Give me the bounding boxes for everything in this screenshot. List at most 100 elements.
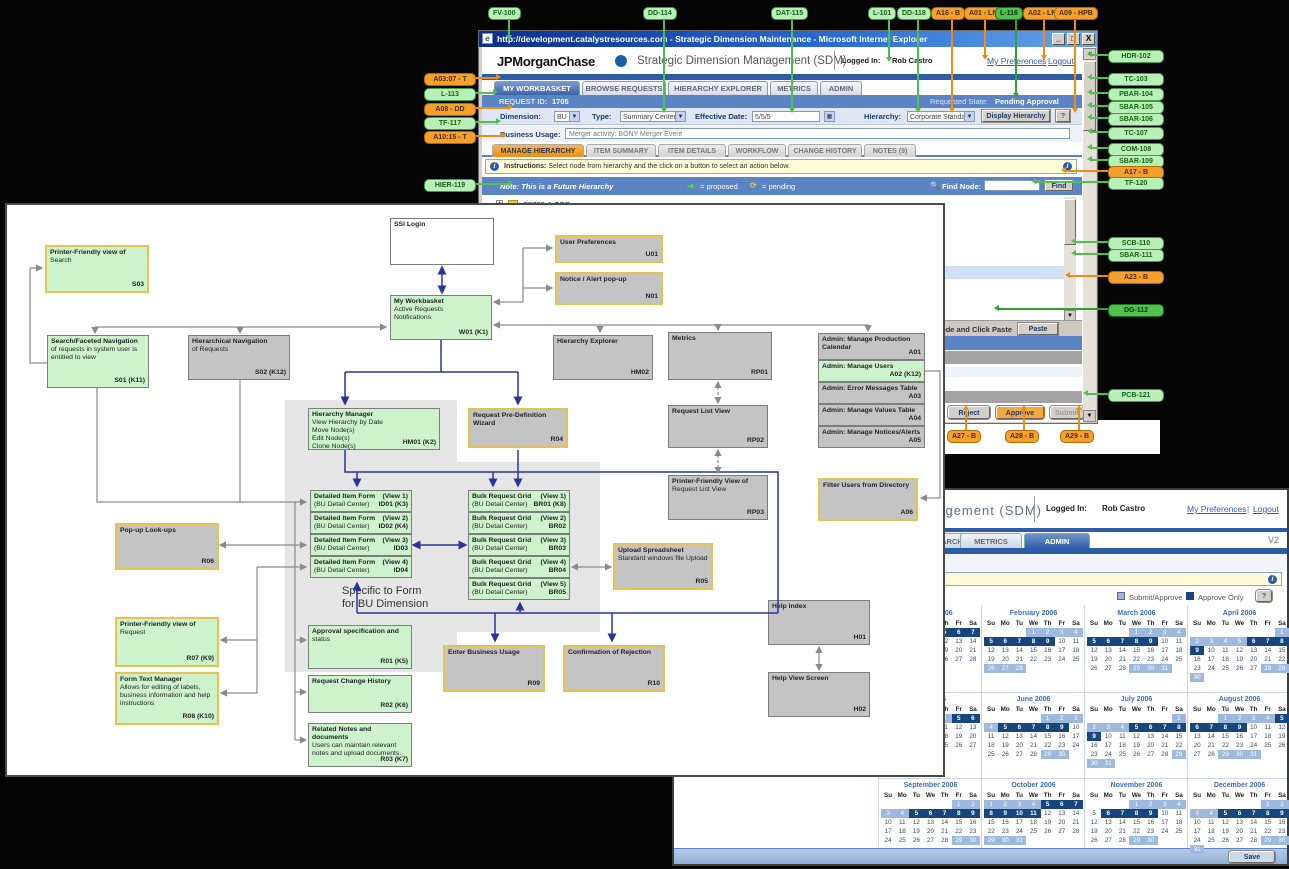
day-cell[interactable]: 22 (1044, 742, 1052, 749)
day-cell[interactable]: 9 (1274, 809, 1289, 818)
day-cell[interactable]: 30 (1087, 759, 1102, 768)
day-cell[interactable]: 16 (1090, 742, 1098, 749)
day-cell[interactable]: 25 (1221, 665, 1229, 672)
day-cell[interactable]: 5 (1232, 637, 1247, 646)
day-cell[interactable]: 15 (1175, 733, 1183, 740)
day-cell[interactable]: 6 (1012, 723, 1027, 732)
day-cell[interactable]: 24 (1058, 656, 1066, 663)
day-cell[interactable]: 24 (1193, 837, 1201, 844)
tab-metrics[interactable]: METRICS (960, 533, 1022, 549)
day-cell[interactable]: 21 (1029, 742, 1037, 749)
day-cell[interactable]: 22 (1264, 828, 1272, 835)
day-cell[interactable]: 4 (1218, 637, 1233, 646)
day-cell[interactable]: 15 (987, 819, 995, 826)
day-cell[interactable]: 14 (1161, 733, 1169, 740)
day-cell[interactable]: 7 (1246, 809, 1261, 818)
day-cell[interactable]: 2 (965, 800, 980, 809)
day-cell[interactable]: 27 (1147, 751, 1155, 758)
day-cell[interactable]: 25 (1175, 828, 1183, 835)
day-cell[interactable]: 12 (1090, 647, 1098, 654)
day-cell[interactable]: 10 (1193, 819, 1201, 826)
day-cell[interactable]: 30 (998, 836, 1013, 845)
day-cell[interactable]: 19 (1221, 828, 1229, 835)
day-cell[interactable]: 5 (1129, 723, 1144, 732)
day-cell[interactable]: 27 (969, 742, 977, 749)
day-cell[interactable]: 26 (984, 664, 999, 673)
diagram-box-br01[interactable]: Bulk Request Grid(BU Detail Center)(View… (468, 490, 570, 512)
day-cell[interactable]: 18 (1264, 733, 1272, 740)
day-cell[interactable]: 17 (1015, 819, 1023, 826)
day-cell[interactable]: 1 (1026, 628, 1041, 637)
day-cell[interactable]: 30 (1190, 673, 1205, 682)
day-cell[interactable]: 17 (1058, 647, 1066, 654)
day-cell[interactable]: 7 (1157, 723, 1172, 732)
day-cell[interactable]: 27 (998, 664, 1013, 673)
day-cell[interactable]: 4 (1068, 628, 1083, 637)
day-cell[interactable]: 16 (1147, 647, 1155, 654)
day-cell[interactable]: 16 (1001, 819, 1009, 826)
day-cell[interactable]: 29 (984, 836, 999, 845)
day-cell[interactable]: 30 (965, 836, 980, 845)
day-cell[interactable]: 25 (1118, 751, 1126, 758)
day-cell[interactable]: 23 (1193, 665, 1201, 672)
day-cell[interactable]: 3 (1068, 714, 1083, 723)
day-cell[interactable]: 21 (941, 828, 949, 835)
day-cell[interactable]: 3 (1101, 723, 1116, 732)
day-cell[interactable]: 23 (1058, 742, 1066, 749)
day-cell[interactable]: 19 (1001, 742, 1009, 749)
chevron-down-icon[interactable]: ▼ (675, 112, 685, 121)
subtab-change-history[interactable]: CHANGE HISTORY (788, 144, 862, 157)
day-cell[interactable]: 2 (1143, 800, 1158, 809)
day-cell[interactable]: 5 (1274, 714, 1289, 723)
day-cell[interactable]: 5 (1218, 809, 1233, 818)
browser-title-bar[interactable]: e http://development.catalystresources.c… (479, 31, 1097, 47)
day-cell[interactable]: 11 (1175, 810, 1183, 817)
day-cell[interactable]: 9 (1040, 637, 1055, 646)
day-cell[interactable]: 25 (987, 751, 995, 758)
day-cell[interactable]: 1 (1218, 714, 1233, 723)
day-cell[interactable]: 20 (1235, 828, 1243, 835)
day-cell[interactable]: 28 (969, 656, 977, 663)
day-cell[interactable]: 8 (1129, 809, 1144, 818)
day-cell[interactable]: 5 (909, 809, 924, 818)
day-cell[interactable]: 27 (955, 656, 963, 663)
day-cell[interactable]: 13 (1058, 810, 1066, 817)
day-cell[interactable]: 25 (898, 837, 906, 844)
day-cell[interactable]: 10 (1072, 724, 1080, 731)
day-cell[interactable]: 7 (1115, 809, 1130, 818)
day-cell[interactable]: 6 (965, 714, 980, 723)
day-cell[interactable]: 8 (1026, 637, 1041, 646)
day-cell[interactable]: 5 (1040, 800, 1055, 809)
day-cell[interactable]: 29 (951, 836, 966, 845)
day-cell[interactable]: 31 (1246, 750, 1261, 759)
day-cell[interactable]: 5 (951, 714, 966, 723)
dimension-select[interactable]: BU▼ (554, 111, 580, 122)
day-cell[interactable]: 29 (1129, 836, 1144, 845)
day-cell[interactable]: 9 (1190, 646, 1205, 655)
day-cell[interactable]: 9 (1143, 809, 1158, 818)
day-cell[interactable]: 19 (1235, 656, 1243, 663)
day-cell[interactable]: 12 (1090, 819, 1098, 826)
day-cell[interactable]: 3 (1157, 800, 1172, 809)
day-cell[interactable]: 24 (1250, 742, 1258, 749)
day-cell[interactable]: 6 (1232, 809, 1247, 818)
day-cell[interactable]: 29 (1274, 664, 1289, 673)
help-button[interactable]: ? (1055, 109, 1071, 123)
day-cell[interactable]: 12 (955, 724, 963, 731)
day-cell[interactable]: 8 (951, 809, 966, 818)
day-cell[interactable]: 3 (1157, 628, 1172, 637)
day-cell[interactable]: 8 (1129, 637, 1144, 646)
scrollbar-thumb[interactable] (1083, 61, 1096, 131)
day-cell[interactable]: 11 (1222, 647, 1229, 654)
day-cell[interactable]: 28 (941, 837, 949, 844)
day-cell[interactable]: 21 (1161, 742, 1169, 749)
diagram-box-br03[interactable]: Bulk Request Grid(BU Detail Center)(View… (468, 534, 570, 556)
day-cell[interactable]: 19 (912, 828, 920, 835)
day-cell[interactable]: 5 (1087, 637, 1102, 646)
